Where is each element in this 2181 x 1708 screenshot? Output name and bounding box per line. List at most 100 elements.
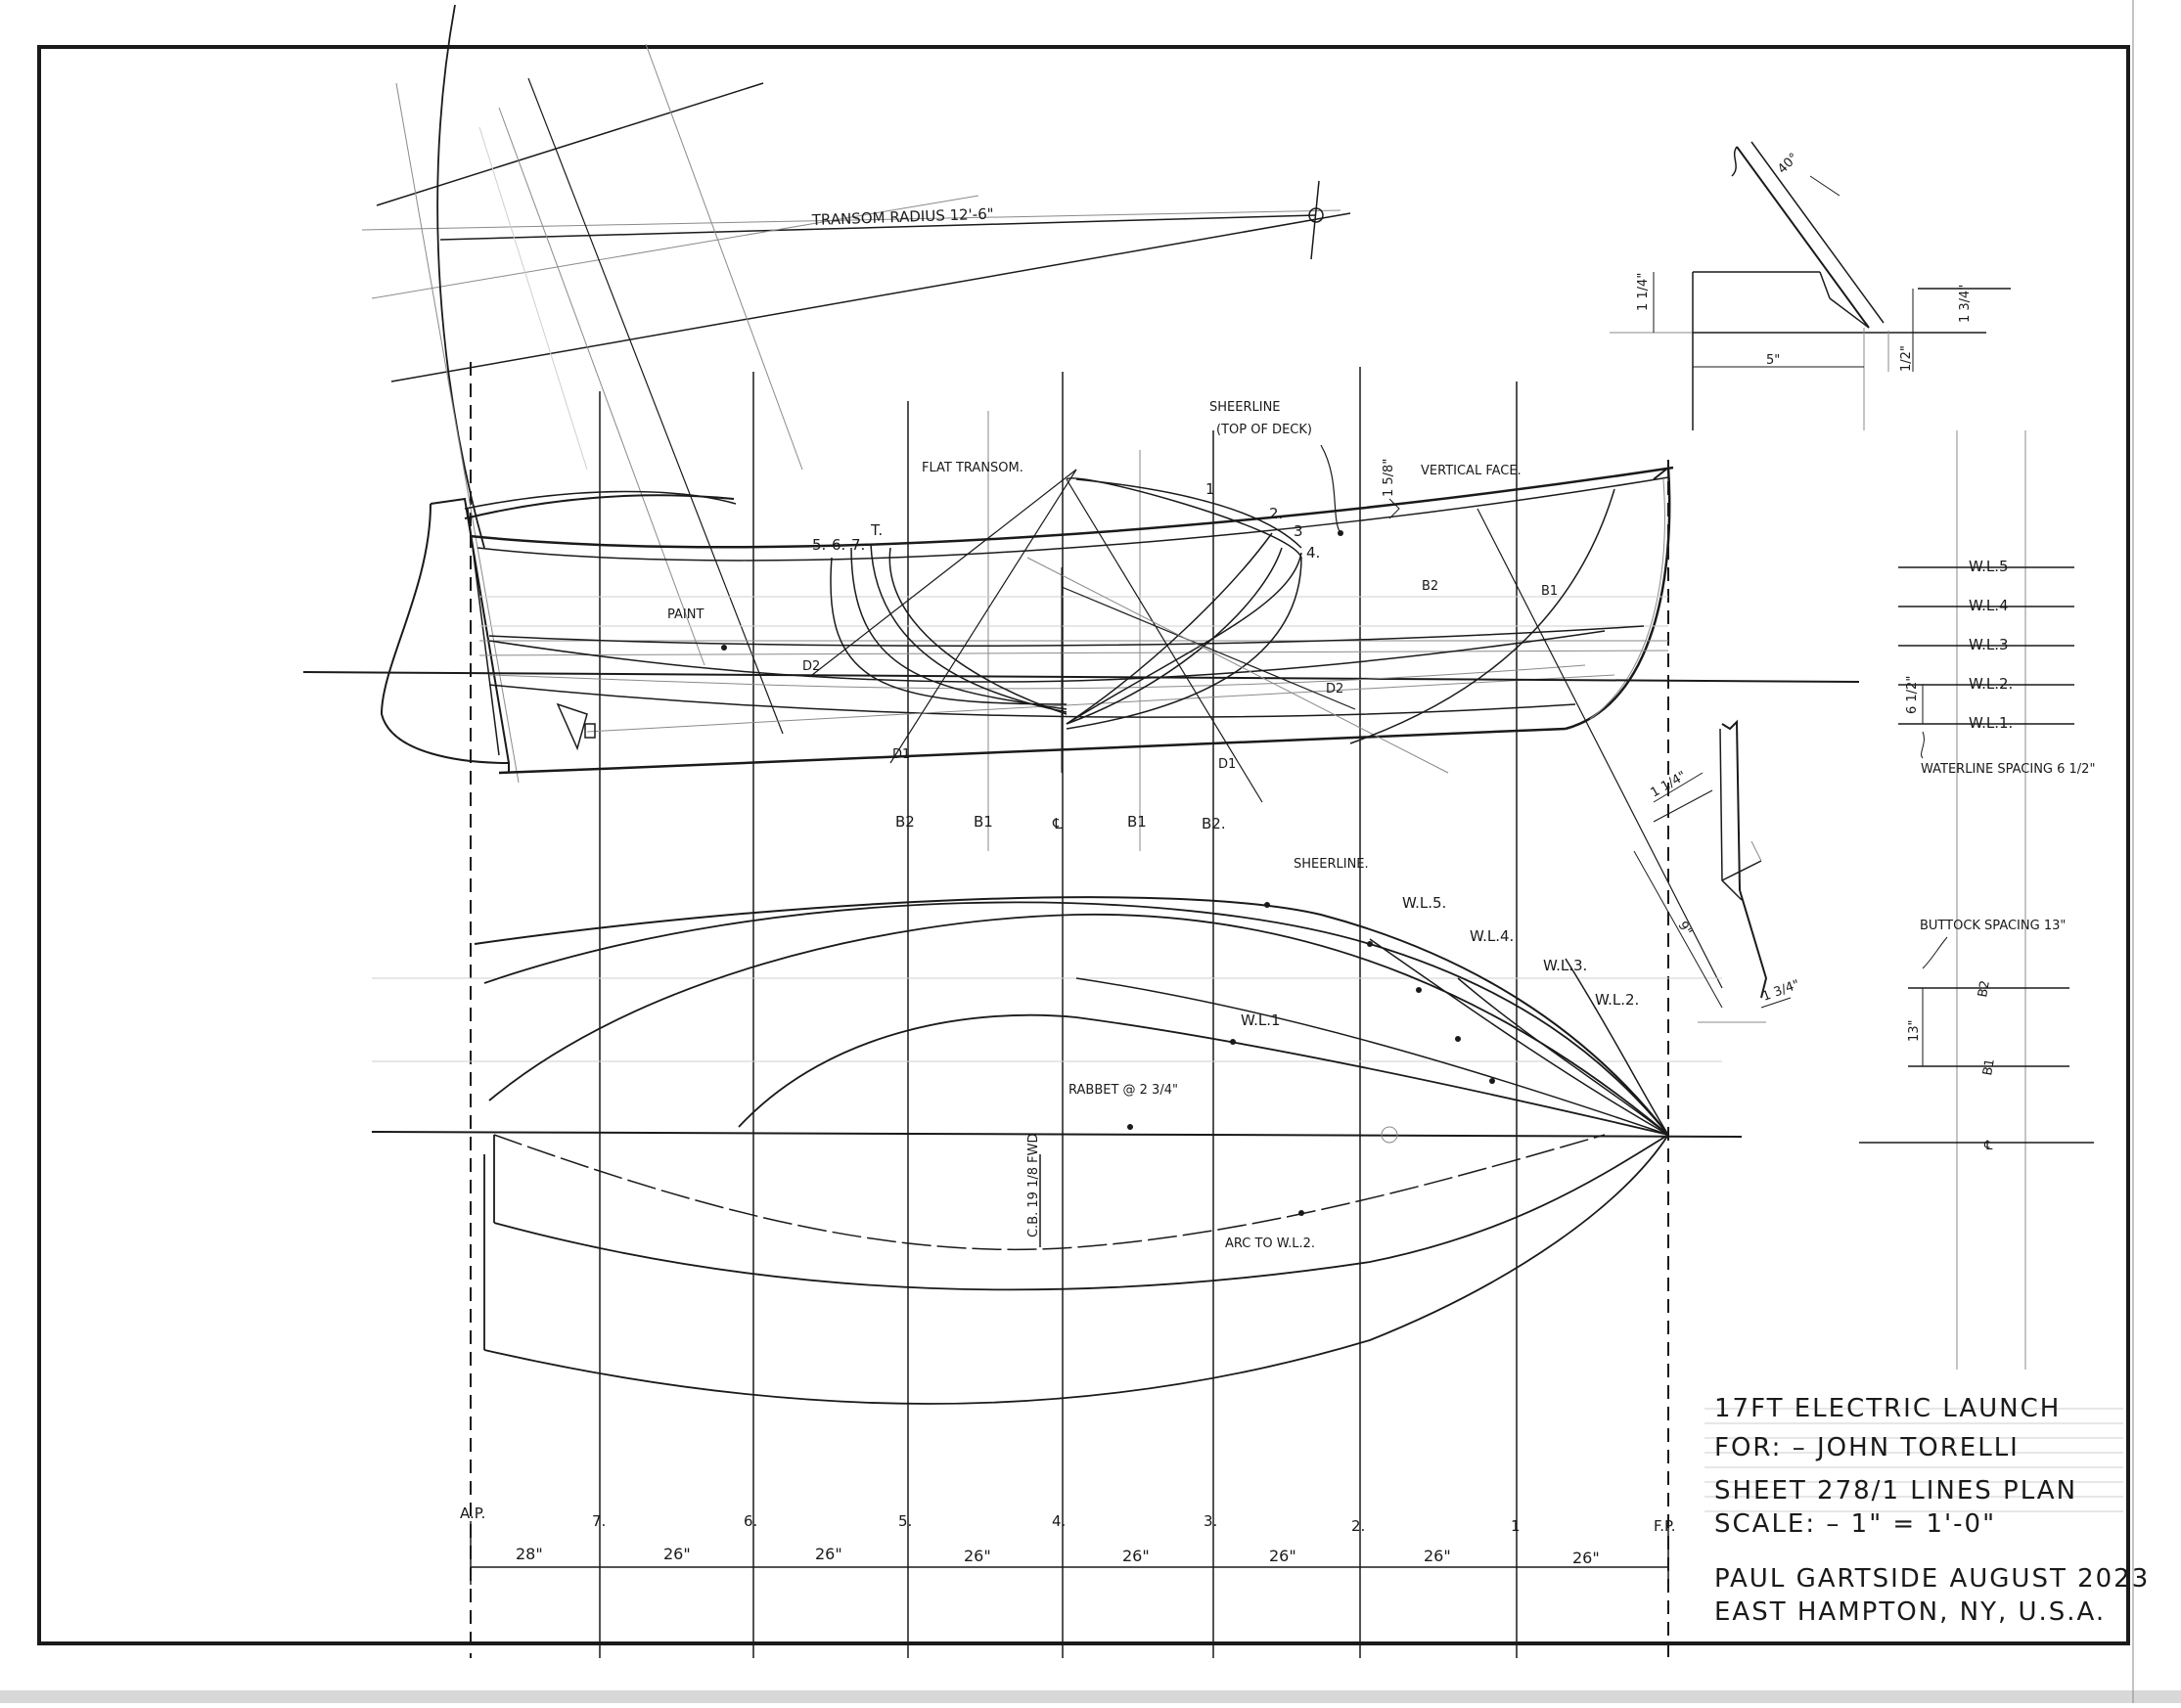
station-mark-4: 4. xyxy=(1306,544,1320,562)
wl5-label: W.L.5 xyxy=(1969,558,2009,575)
station-mark-7: 7. xyxy=(851,536,865,554)
buttock-labels: B2 B1 ℄ B1 B2. xyxy=(895,813,1226,832)
title-block-location: EAST HAMPTON, NY, U.S.A. xyxy=(1714,1597,2106,1627)
station-5: 5. xyxy=(898,1512,912,1530)
wl4-label: W.L.4 xyxy=(1969,597,2009,614)
waterline-spacing-label: WATERLINE SPACING 6 1/2" xyxy=(1921,762,2095,777)
plan-wl2-label: W.L.2. xyxy=(1595,991,1639,1009)
profile-station-marks: 5. 6. 7. T. 1 2. 3 4. xyxy=(812,480,1320,562)
vertical-face-label: VERTICAL FACE. xyxy=(1421,464,1522,478)
buttock-b2-label: B2 xyxy=(1422,579,1438,594)
station-3: 3. xyxy=(1204,1512,1217,1530)
spacing-7-6: 26" xyxy=(663,1545,691,1563)
buttock-label-b1-aft: B1 xyxy=(974,813,993,831)
stem-base-dim: 1 3/4" xyxy=(1760,977,1801,1005)
height-a-dim: 1 1/4" xyxy=(1636,273,1651,311)
station-7: 7. xyxy=(592,1512,606,1530)
spacing-4-3: 26" xyxy=(1122,1547,1150,1565)
station-6: 6. xyxy=(744,1512,757,1530)
buttock-dim: 13" xyxy=(1907,1019,1922,1042)
station-labels: A.P. 7. 6. 5. 4. 3. 2. 1 F.P. xyxy=(460,1505,1675,1535)
buttock-section-b1: B1 xyxy=(1980,1057,1998,1077)
small-dim: 1/2" xyxy=(1899,345,1914,372)
diagonal-d1b-label: D1 xyxy=(1218,757,1236,772)
sheerline-label: SHEERLINE xyxy=(1209,400,1281,415)
scan-edge xyxy=(0,1690,2181,1703)
station-mark-1: 1 xyxy=(1205,480,1215,498)
plan-wl3-label: W.L.3. xyxy=(1543,957,1587,974)
station-dimension-line xyxy=(470,1521,1669,1585)
title-block-for: FOR: – JOHN TORELLI xyxy=(1714,1433,2020,1462)
spacing-3-2: 26" xyxy=(1269,1547,1296,1565)
construction-labels: TRANSOM RADIUS 12'-6" SHEERLINE (TOP OF … xyxy=(667,205,2095,1251)
buttock-spacing-label: BUTTOCK SPACING 13" xyxy=(1920,919,2066,933)
centerline-note-label: C.B. 19 1/8 FWD xyxy=(1026,1134,1041,1237)
station-1: 1 xyxy=(1511,1517,1521,1535)
arc-to-wl2-label: ARC TO W.L.2. xyxy=(1225,1236,1315,1251)
rabbet-label: RABBET @ 2 3/4" xyxy=(1068,1083,1178,1098)
buttock-spacing-detail xyxy=(1859,936,2094,1144)
station-mark-5: 5. xyxy=(812,536,826,554)
paint-label: PAINT xyxy=(667,607,704,622)
angle-dim: 40° xyxy=(1775,151,1801,177)
station-lines xyxy=(470,362,1669,1658)
bow-dim: 1 5/8" xyxy=(1382,459,1396,497)
station-4: 4. xyxy=(1052,1512,1066,1530)
plan-wl4-label: W.L.4. xyxy=(1470,927,1514,945)
transom-detail xyxy=(1610,141,2011,430)
profile-view xyxy=(302,444,1860,989)
wl1-label: W.L.1. xyxy=(1969,714,2013,732)
diagonal-d1-label: D1 xyxy=(892,747,910,762)
diagonal-d2b-label: D2 xyxy=(1326,682,1343,697)
waterline-detail-labels: W.L.5 W.L.4 W.L.3 W.L.2. W.L.1. xyxy=(1969,558,2013,732)
title-block: 17FT ELECTRIC LAUNCH FOR: – JOHN TORELLI… xyxy=(1714,1394,2150,1627)
station-mark-t: T. xyxy=(870,521,883,539)
stem-length-dim: 9" xyxy=(1675,920,1695,939)
spacing-2-1: 26" xyxy=(1424,1547,1451,1565)
wl2-label: W.L.2. xyxy=(1969,675,2013,693)
buttock-label-b2-aft: B2 xyxy=(895,813,915,831)
width-dim: 5" xyxy=(1766,353,1780,368)
station-mark-3: 3 xyxy=(1294,522,1303,540)
top-of-deck-label: (TOP OF DECK) xyxy=(1216,423,1312,437)
wl-spacing-dim: 6 1/2" xyxy=(1905,676,1920,714)
buttock-label-centerline: ℄ xyxy=(1052,815,1063,832)
buttock-b1-label: B1 xyxy=(1541,584,1558,599)
half-breadth-plan xyxy=(371,896,1743,1405)
stem-detail xyxy=(1633,719,1792,1023)
buttock-section-centerline: ℄ xyxy=(1983,1139,1993,1153)
height-b-dim: 1 3/4" xyxy=(1958,285,1973,323)
title-block-rules xyxy=(1704,1408,2123,1512)
wl3-label: W.L.3 xyxy=(1969,636,2009,653)
station-2: 2. xyxy=(1351,1517,1365,1535)
spacing-1-fp: 26" xyxy=(1572,1549,1600,1567)
detail-dimensions: 40° 1 1/4" 5" 1 3/4" 1/2" 6 1/2" 1 1/4" … xyxy=(1382,151,1973,1042)
spacing-ap-7: 28" xyxy=(516,1545,543,1563)
plan-sheerline-label: SHEERLINE. xyxy=(1294,857,1369,872)
title-block-designer: PAUL GARTSIDE AUGUST 2023 xyxy=(1714,1564,2150,1594)
buttock-section-b2: B2 xyxy=(1976,979,1993,999)
plan-wl5-label: W.L.5. xyxy=(1402,894,1446,912)
title-block-scale: SCALE: – 1" = 1'-0" xyxy=(1714,1509,1996,1539)
station-mark-2: 2. xyxy=(1269,505,1283,522)
title-block-sheet: SHEET 278/1 LINES PLAN xyxy=(1714,1476,2077,1506)
waterline-spacing-detail xyxy=(1898,430,2074,1370)
buttock-label-b1-fwd: B1 xyxy=(1127,813,1147,831)
station-mark-6: 6. xyxy=(832,536,845,554)
flat-transom-label: FLAT TRANSOM. xyxy=(922,461,1023,475)
spacing-5-4: 26" xyxy=(964,1547,991,1565)
buttock-label-b2-fwd: B2. xyxy=(1202,815,1226,832)
station-ap: A.P. xyxy=(460,1505,485,1522)
drawing-border xyxy=(37,45,2130,1645)
plan-wl1-label: W.L.1 xyxy=(1241,1011,1281,1029)
diagonal-d2-label: D2 xyxy=(802,659,820,674)
station-spacing-labels: 28" 26" 26" 26" 26" 26" 26" 26" xyxy=(516,1545,1600,1567)
spacing-6-5: 26" xyxy=(815,1545,842,1563)
buttock-section-labels: B2 B1 ℄ xyxy=(1976,979,1998,1153)
station-fp: F.P. xyxy=(1654,1517,1675,1535)
plan-waterline-labels: W.L.5. W.L.4. W.L.3. W.L.2. W.L.1 xyxy=(1241,894,1639,1029)
transom-radius-construction xyxy=(361,4,1351,784)
title-block-title: 17FT ELECTRIC LAUNCH xyxy=(1714,1394,2061,1423)
